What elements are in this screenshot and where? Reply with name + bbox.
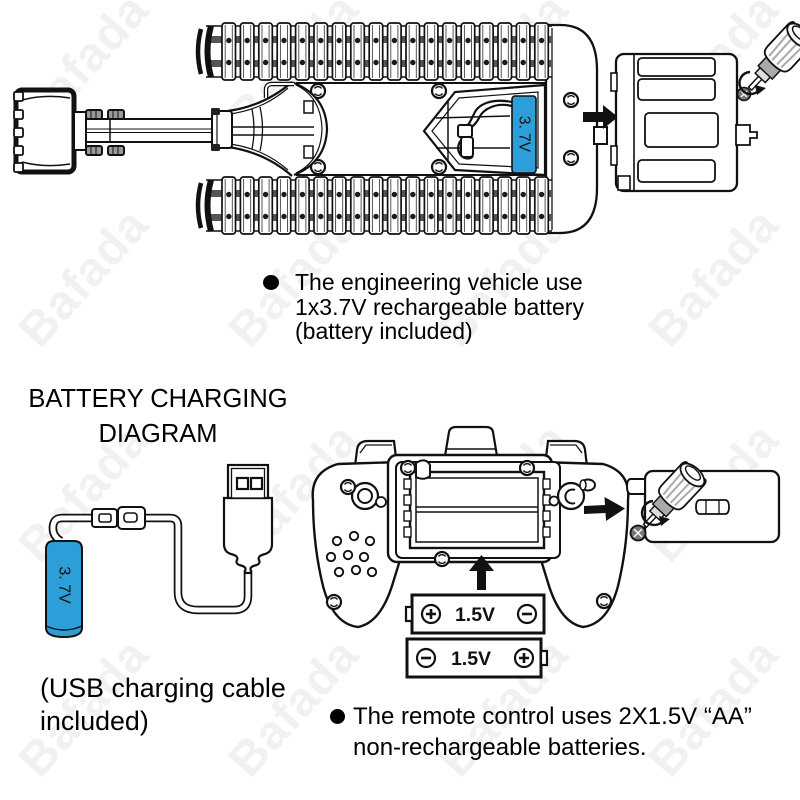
svg-text:1.5V: 1.5V bbox=[451, 648, 491, 670]
svg-text:3. 7V: 3. 7V bbox=[516, 116, 533, 153]
svg-text:1.5V: 1.5V bbox=[455, 604, 495, 626]
svg-text:3. 7V: 3. 7V bbox=[56, 566, 73, 604]
